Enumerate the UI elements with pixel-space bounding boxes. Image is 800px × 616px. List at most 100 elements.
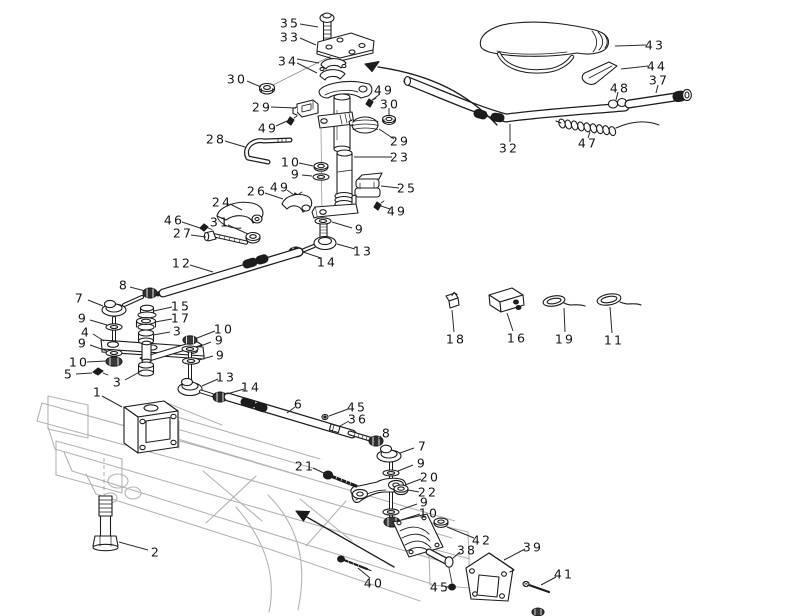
assembly-arrow-bottom — [295, 510, 395, 568]
leader-line-5-43 — [75, 372, 93, 375]
leader-line-4-37 — [92, 333, 105, 342]
leader-line-7-32 — [87, 299, 104, 307]
leader-line-9-39 — [89, 344, 108, 352]
bolt-27-part — [203, 230, 249, 245]
leader-line-49-15 — [286, 189, 295, 196]
leader-line-9-62 — [399, 503, 418, 511]
nut-30-right-part — [381, 114, 397, 126]
leader-line-9-40 — [197, 341, 212, 348]
leader-line-13-45 — [201, 378, 219, 387]
leader-line-29-9 — [378, 128, 395, 140]
cap-plate-33-part — [316, 32, 375, 62]
washer-9-column-part — [312, 173, 330, 181]
leader-line-28-6 — [224, 140, 246, 148]
tie-rod-end-13-upper-part — [300, 223, 337, 253]
leader-line-11-52 — [609, 306, 613, 334]
cover-plate-39-part — [465, 552, 515, 602]
nut-30-left-part — [258, 82, 276, 95]
leader-line-8-31 — [129, 286, 146, 292]
leader-line-41-67 — [540, 576, 557, 586]
leader-line-49-7 — [370, 93, 381, 102]
steering-boot-38-part — [392, 513, 454, 584]
ring-19-part — [542, 295, 586, 307]
leader-line-29-4 — [270, 106, 297, 109]
leader-line-44-26 — [620, 65, 649, 70]
leader-line-2-48 — [118, 541, 149, 551]
leader-line-3-36 — [152, 331, 171, 336]
handlebar-32-part — [403, 76, 630, 123]
leader-line-33-1 — [299, 37, 317, 46]
leader-line-39-66 — [503, 548, 526, 561]
leader-line-17-35 — [154, 318, 173, 323]
parts-ink — [92, 12, 692, 616]
leader-line-12-23 — [189, 264, 214, 273]
leader-line-19-51 — [563, 307, 566, 333]
leader-line-15-33 — [153, 306, 173, 312]
handlebar-saddle-part — [318, 80, 373, 99]
nut-8-left-part — [142, 287, 158, 299]
leader-line-10-11 — [298, 162, 314, 167]
plug-45-bottom-part — [448, 583, 456, 591]
leader-line-34-2 — [296, 58, 320, 64]
bolt-2-part — [92, 495, 119, 552]
pin-46-part — [199, 223, 213, 232]
u-bolt-28-part — [244, 137, 293, 165]
nut-31-part — [245, 231, 261, 244]
clamp-36-part — [328, 423, 341, 434]
nut-42-part — [433, 517, 449, 528]
leader-line-43-25 — [614, 44, 647, 47]
leader-line-9-12 — [301, 174, 313, 177]
frame-chassis — [36, 395, 471, 613]
bushing-stack-parts — [135, 304, 157, 377]
leader-line-18-49 — [451, 309, 455, 333]
ring-11-part — [596, 293, 642, 306]
clip-18-part — [445, 291, 460, 309]
nut-10-column-part — [313, 162, 329, 172]
assembly-arrow-top — [364, 60, 498, 126]
block-16-part — [488, 287, 525, 313]
leader-line-9-34 — [89, 319, 108, 326]
clamp-34-part — [319, 58, 347, 81]
leader-line-38-65 — [451, 551, 461, 560]
column-flange-part — [317, 111, 355, 129]
leader-line-10-41 — [86, 360, 107, 363]
leader-line-37-27 — [655, 84, 659, 94]
leader-line-8-56 — [378, 435, 382, 440]
leader-line-42-64 — [446, 526, 475, 539]
support-strap-26-part — [281, 193, 313, 213]
leader-line-9-58 — [397, 464, 414, 472]
leader-line-47-30 — [587, 131, 591, 139]
leader-line-6-53 — [286, 406, 296, 414]
leader-line-35-0 — [299, 23, 319, 28]
leader-line-30-3 — [246, 80, 262, 88]
leader-line-36-55 — [339, 420, 350, 427]
leader-line-20-60 — [404, 478, 422, 486]
leader-line-24-17 — [229, 203, 243, 211]
leader-line-46-19 — [181, 221, 201, 229]
screw-40-part — [337, 555, 372, 572]
washer-9-mid-a-part — [181, 345, 199, 353]
nut-10-mid-part — [182, 335, 198, 345]
leader-line-3-44 — [124, 369, 144, 381]
leader-line-34-2 — [296, 62, 318, 74]
leader-line-10-38 — [196, 330, 216, 339]
support-bracket-1-part — [123, 400, 179, 454]
tie-rod-end-7-left-part — [101, 294, 145, 317]
nut-bottom-edge-part — [531, 607, 545, 616]
leader-line-22-61 — [407, 489, 420, 493]
leader-line-9-42 — [198, 355, 214, 361]
washer-9-mid-b-part — [181, 357, 201, 365]
screw-41-part — [522, 580, 551, 594]
extension-bar-37-part — [624, 88, 692, 109]
leader-line-7-57 — [399, 447, 415, 454]
tie-rod-end-7-lower-part — [376, 444, 402, 463]
support-strap-24-part — [216, 201, 264, 229]
clamp-25-part — [354, 172, 383, 198]
leader-line-49-16 — [380, 205, 391, 210]
clamp-29-left-part — [292, 99, 319, 118]
pin-5-part — [92, 367, 109, 376]
leader-line-27-21 — [190, 234, 207, 238]
